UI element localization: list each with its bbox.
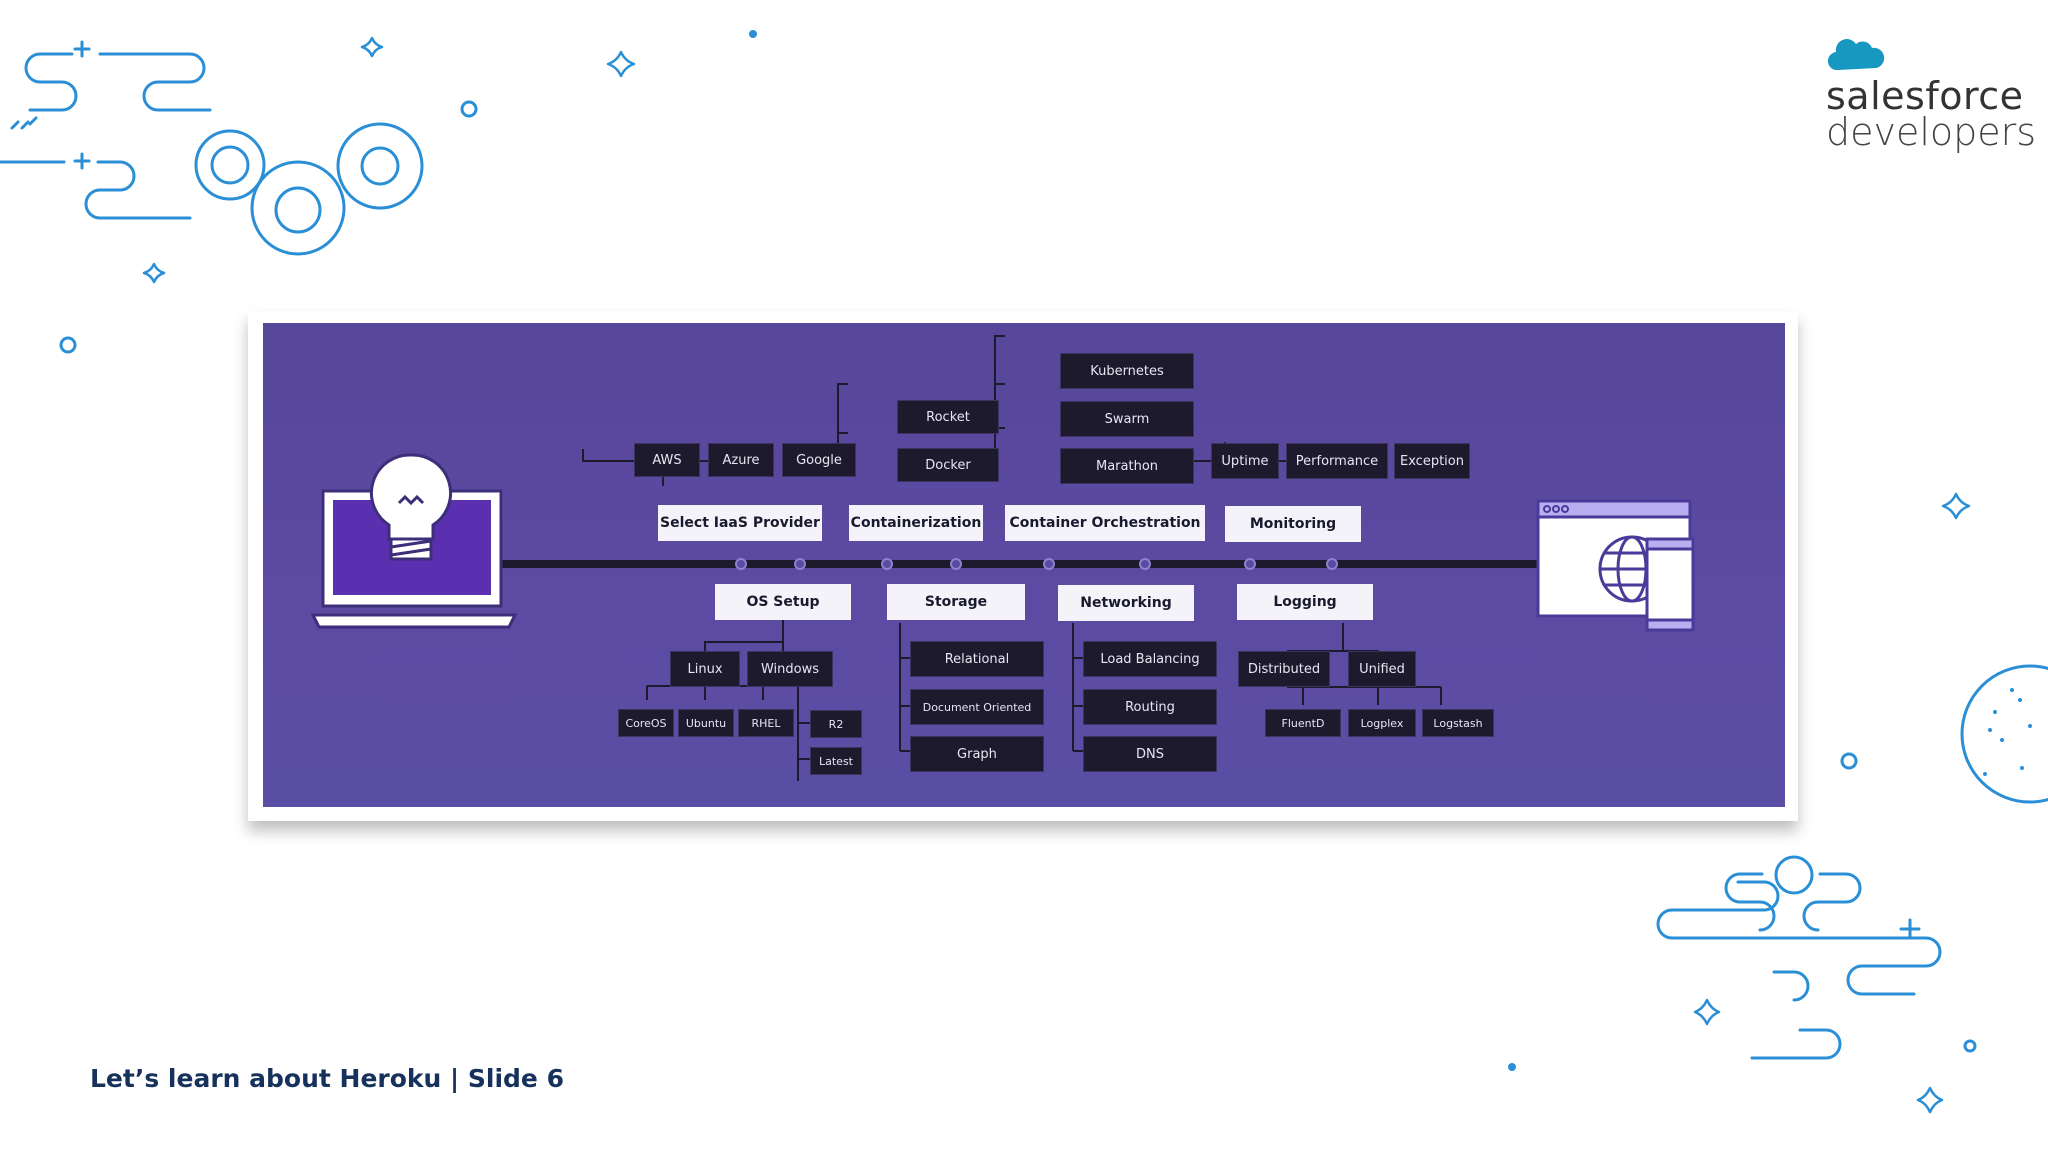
item-docker: Docker <box>897 448 999 482</box>
item-rhel: RHEL <box>738 709 794 737</box>
item-r2: R2 <box>810 710 862 738</box>
item-latest: Latest <box>810 747 862 775</box>
item-document-oriented: Document Oriented <box>910 689 1044 725</box>
item-linux: Linux <box>670 651 740 687</box>
item-routing: Routing <box>1083 689 1217 725</box>
slide-footer: Let’s learn about Heroku | Slide 6 <box>90 1064 564 1093</box>
item-rocket: Rocket <box>897 400 999 434</box>
stage-monitoring: Monitoring <box>1225 506 1361 542</box>
item-marathon: Marathon <box>1060 448 1194 484</box>
item-logstash: Logstash <box>1422 709 1494 737</box>
stage-networking: Networking <box>1058 585 1194 621</box>
item-ubuntu: Ubuntu <box>678 709 734 737</box>
stage-container-orchestration: Container Orchestration <box>1005 505 1205 541</box>
item-swarm: Swarm <box>1060 401 1194 437</box>
item-logplex: Logplex <box>1348 709 1416 737</box>
item-dns: DNS <box>1083 736 1217 772</box>
stage-select-iaas-provider: Select IaaS Provider <box>658 505 822 541</box>
stage-logging: Logging <box>1237 584 1373 620</box>
item-coreos: CoreOS <box>618 709 674 737</box>
item-distributed: Distributed <box>1238 651 1330 687</box>
item-kubernetes: Kubernetes <box>1060 353 1194 389</box>
connector-lines <box>263 323 1785 807</box>
item-azure: Azure <box>708 443 774 477</box>
laptop-lightbulb-icon <box>313 455 515 627</box>
item-load-balancing: Load Balancing <box>1083 641 1217 677</box>
item-fluentd: FluentD <box>1265 709 1341 737</box>
item-uptime: Uptime <box>1211 443 1279 479</box>
item-aws: AWS <box>634 443 700 477</box>
item-graph: Graph <box>910 736 1044 772</box>
item-relational: Relational <box>910 641 1044 677</box>
salesforce-cloud-icon <box>1826 36 1886 76</box>
browser-mobile-globe-icon <box>1538 501 1693 630</box>
item-performance: Performance <box>1286 443 1388 479</box>
brand-line-developers: developers <box>1826 110 2036 154</box>
item-exception: Exception <box>1394 443 1470 479</box>
item-unified: Unified <box>1348 651 1416 687</box>
stage-storage: Storage <box>887 584 1025 620</box>
item-windows: Windows <box>747 651 833 687</box>
item-google: Google <box>782 443 856 477</box>
roadmap-diagram: Select IaaS Provider Containerization Co… <box>263 323 1785 807</box>
stage-os-setup: OS Setup <box>715 584 851 620</box>
stage-containerization: Containerization <box>849 505 983 541</box>
